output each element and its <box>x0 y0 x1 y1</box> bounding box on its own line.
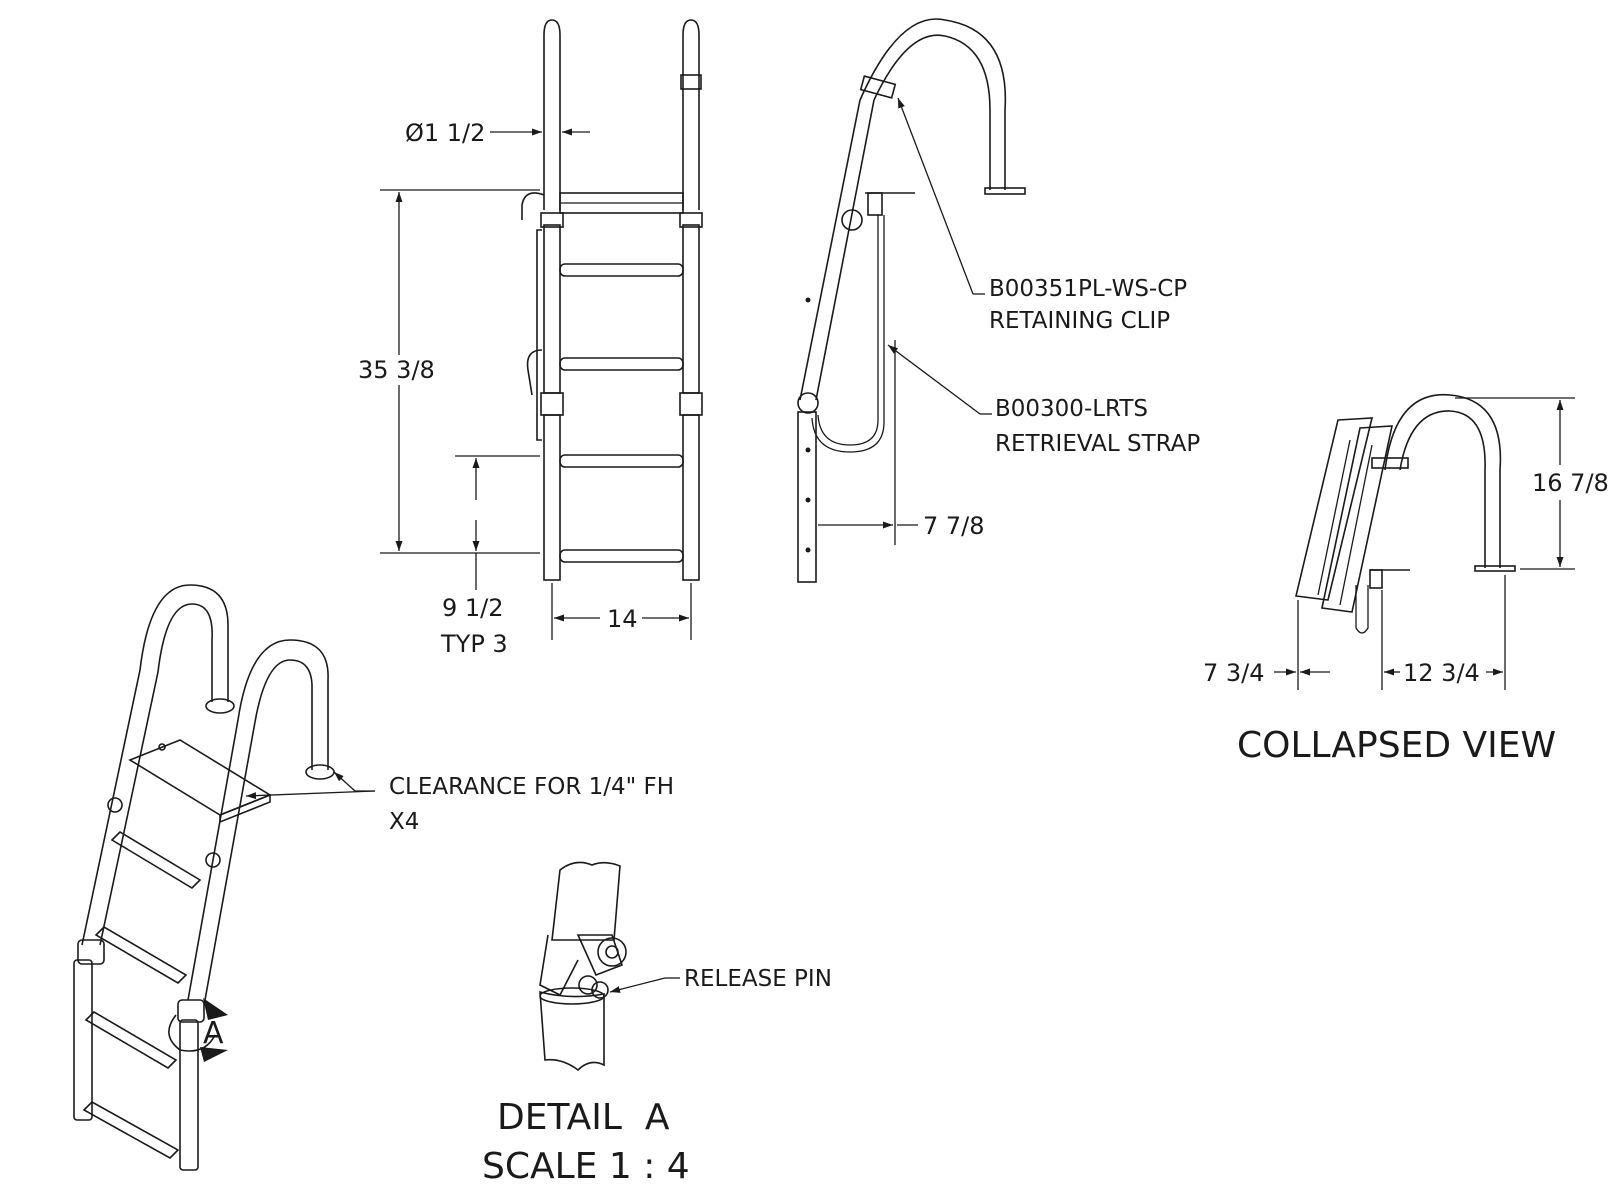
width-label: 14 <box>607 605 638 633</box>
front-view: Ø1 1/2 35 3/8 9 1/2 TYP 3 14 <box>358 19 703 658</box>
side-view: 7 7/8 B00351PL-WS-CP RETAINING CLIP B003… <box>797 18 1200 583</box>
retaining-clip-part: B00351PL-WS-CP <box>989 276 1187 302</box>
release-pin-label: RELEASE PIN <box>684 966 832 992</box>
collapsed-height-label: 16 7/8 <box>1532 469 1609 497</box>
step-spacing-label: 9 1/2 <box>442 594 504 622</box>
tube-diameter-label: Ø1 1/2 <box>405 119 485 147</box>
detail-a-title: DETAIL A <box>497 1097 670 1138</box>
detail-a-view: RELEASE PIN DETAIL A SCALE 1 : 4 <box>482 861 832 1187</box>
collapsed-depth-right: 12 3/4 <box>1403 659 1480 687</box>
step-spacing-note: TYP 3 <box>440 630 508 658</box>
clearance-note: CLEARANCE FOR 1/4" FH <box>389 774 674 800</box>
strap-name: RETRIEVAL STRAP <box>995 431 1200 457</box>
strap-part: B00300-LRTS <box>995 396 1148 422</box>
collapsed-depth-left: 7 3/4 <box>1203 659 1265 687</box>
detail-a-scale: SCALE 1 : 4 <box>482 1146 690 1187</box>
isometric-view: A CLEARANCE FOR 1/4" FH X4 <box>73 584 674 1171</box>
retaining-clip-name: RETAINING CLIP <box>989 308 1170 334</box>
detail-marker: A <box>203 1016 224 1051</box>
clearance-qty: X4 <box>389 809 419 835</box>
collapsed-view-title: COLLAPSED VIEW <box>1237 725 1556 766</box>
height-label: 35 3/8 <box>358 356 435 384</box>
collapsed-view: 16 7/8 7 3/4 12 3/4 COLLAPSED VIEW <box>1203 393 1609 766</box>
offset-label: 7 7/8 <box>923 512 985 540</box>
